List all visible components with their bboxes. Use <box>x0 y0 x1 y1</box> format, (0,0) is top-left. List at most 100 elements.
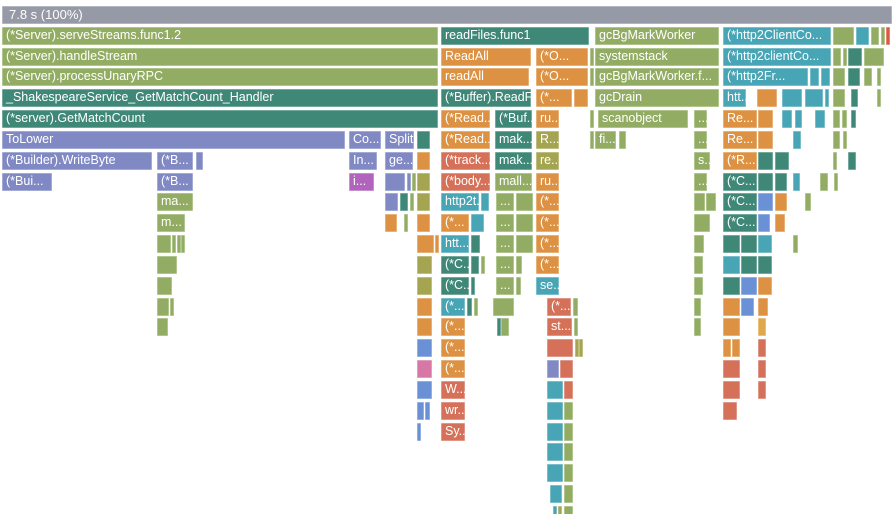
flame-block[interactable] <box>516 214 533 232</box>
flame-block[interactable] <box>417 402 424 420</box>
flame-block[interactable] <box>474 298 478 316</box>
flame-block-[interactable]: (*... <box>441 318 465 336</box>
flame-block-[interactable]: (*... <box>441 214 469 232</box>
flame-block-[interactable]: ... <box>694 110 707 128</box>
flame-block[interactable] <box>825 89 829 107</box>
flame-block[interactable] <box>412 173 416 191</box>
flame-block[interactable] <box>467 298 472 316</box>
flame-block[interactable] <box>196 152 203 170</box>
flame-block-bui[interactable]: (*Bui... <box>2 173 52 191</box>
flame-block[interactable] <box>833 131 840 149</box>
flame-block[interactable] <box>547 360 559 378</box>
flame-block-htt[interactable]: htt... <box>441 235 469 253</box>
flame-block[interactable] <box>758 298 768 316</box>
flame-block-gcdrain[interactable]: gcDrain <box>595 89 719 107</box>
flame-block[interactable] <box>157 235 171 253</box>
flame-block[interactable] <box>417 360 432 378</box>
flame-block[interactable] <box>400 193 408 211</box>
flame-block[interactable] <box>547 339 573 357</box>
flame-block[interactable] <box>516 235 533 253</box>
flame-block[interactable] <box>619 131 626 149</box>
flame-block[interactable] <box>694 277 703 295</box>
flame-block[interactable] <box>723 381 740 399</box>
flame-block[interactable] <box>871 27 879 45</box>
flame-block[interactable] <box>775 152 789 170</box>
flame-block-[interactable]: (*... <box>536 256 559 274</box>
flame-block[interactable] <box>694 193 705 211</box>
flame-block-re[interactable]: re... <box>536 152 559 170</box>
flame-block[interactable] <box>758 277 772 295</box>
flame-block[interactable] <box>833 89 845 107</box>
flame-block-[interactable]: ... <box>496 235 514 253</box>
flame-block[interactable] <box>385 214 397 232</box>
flame-block[interactable] <box>481 193 489 211</box>
flame-block[interactable] <box>864 68 872 86</box>
flame-block[interactable] <box>782 110 792 128</box>
flame-block[interactable] <box>547 464 563 482</box>
flame-block-i[interactable]: i... <box>349 173 374 191</box>
flame-block[interactable] <box>833 27 854 45</box>
flame-block[interactable] <box>723 256 740 274</box>
flame-block[interactable] <box>417 173 430 191</box>
flame-block[interactable] <box>516 256 522 274</box>
flame-block-st[interactable]: st... <box>547 318 572 336</box>
flame-block[interactable] <box>833 48 841 66</box>
flame-block[interactable] <box>385 193 398 211</box>
flame-block[interactable] <box>694 214 710 232</box>
flame-block[interactable] <box>758 360 766 378</box>
flame-block[interactable] <box>833 152 837 170</box>
flame-block[interactable] <box>848 48 862 66</box>
flame-block[interactable] <box>516 193 533 211</box>
flame-block-7-8-s-100[interactable]: 7.8 s (100%) <box>2 6 892 24</box>
flame-block[interactable] <box>471 235 480 253</box>
flame-block[interactable] <box>758 214 770 232</box>
flame-block[interactable] <box>723 360 740 378</box>
flame-block[interactable] <box>833 68 845 86</box>
flame-block[interactable] <box>723 339 731 357</box>
flame-block[interactable] <box>848 68 860 86</box>
flame-block[interactable] <box>564 381 573 399</box>
flame-block[interactable] <box>497 318 501 336</box>
flame-block[interactable] <box>564 402 573 420</box>
flame-block[interactable] <box>417 423 421 441</box>
flame-block[interactable] <box>560 360 573 378</box>
flame-block-track[interactable]: (*track... <box>441 152 490 170</box>
flame-block[interactable] <box>821 68 830 86</box>
flame-block-o[interactable]: (*O... <box>536 48 588 66</box>
flame-block[interactable] <box>547 443 563 461</box>
flame-block-systemstack[interactable]: systemstack <box>595 48 719 66</box>
flame-block[interactable] <box>590 131 594 149</box>
flame-block[interactable] <box>843 131 847 149</box>
flame-block-r[interactable]: R... <box>536 131 559 149</box>
flame-block[interactable] <box>758 318 766 336</box>
flame-block[interactable] <box>851 110 856 128</box>
flame-block-wr[interactable]: wr... <box>441 402 465 420</box>
flame-block[interactable] <box>481 256 485 274</box>
flame-block[interactable] <box>564 485 573 503</box>
flame-block[interactable] <box>181 235 185 253</box>
flame-block[interactable] <box>516 277 521 295</box>
flame-block-readfiles-func1[interactable]: readFiles.func1 <box>441 27 589 45</box>
flame-block-read[interactable]: (*Read... <box>441 131 490 149</box>
flame-block-b[interactable]: (*B... <box>157 152 193 170</box>
flame-block-scanobject[interactable]: scanobject <box>598 110 688 128</box>
flame-block-[interactable]: (*... <box>536 214 559 232</box>
flame-block[interactable] <box>547 381 563 399</box>
flame-block[interactable] <box>385 173 405 191</box>
flame-block[interactable] <box>579 339 583 357</box>
flame-block[interactable] <box>741 298 754 316</box>
flame-block-re[interactable]: Re... <box>723 110 757 128</box>
flame-block-server-processunaryrpc[interactable]: (*Server).processUnaryRPC <box>2 68 438 86</box>
flame-block-gcbgmarkworker-f[interactable]: gcBgMarkWorker.f... <box>595 68 719 86</box>
flame-block[interactable] <box>758 381 766 399</box>
flame-block[interactable] <box>425 402 430 420</box>
flame-block[interactable] <box>410 193 414 211</box>
flame-block[interactable] <box>558 506 562 514</box>
flame-block[interactable] <box>407 173 411 191</box>
flame-block-split[interactable]: Split <box>385 131 414 149</box>
flame-block[interactable] <box>547 402 563 420</box>
flame-block-server-handlestream[interactable]: (*Server).handleStream <box>2 48 438 66</box>
flame-block-http2clientco[interactable]: (*http2clientCo... <box>723 48 831 66</box>
flame-block[interactable] <box>782 89 802 107</box>
flame-block[interactable] <box>793 173 800 191</box>
